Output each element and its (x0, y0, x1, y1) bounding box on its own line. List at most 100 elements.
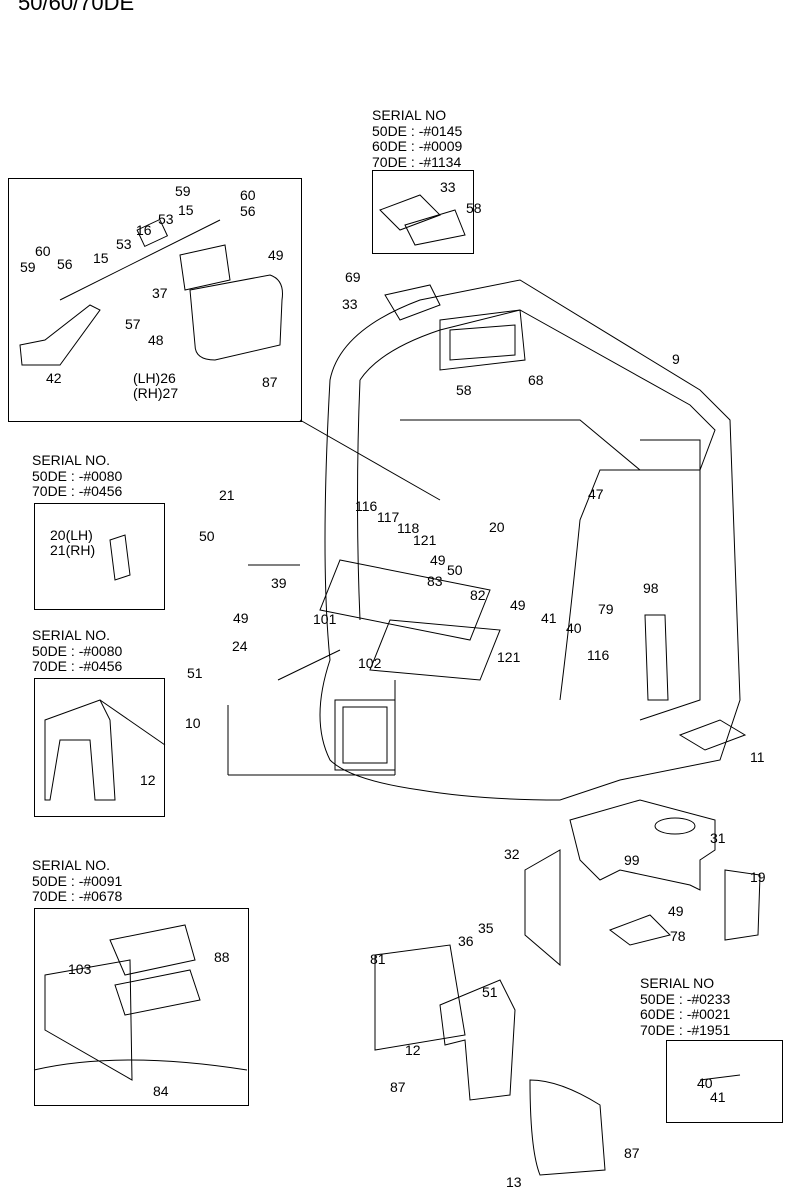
serial-inset-frame-2 (34, 503, 165, 610)
part-callout: (LH)26 (133, 370, 176, 386)
part-callout: 19 (750, 869, 766, 885)
part-callout: 12 (405, 1042, 421, 1058)
part-callout: 9 (672, 351, 680, 367)
part-callout: 59 (175, 183, 191, 199)
part-callout: 103 (68, 961, 92, 977)
part-callout: 53 (158, 211, 174, 227)
part-callout: 87 (262, 374, 278, 390)
part-callout: 15 (93, 250, 109, 266)
part-callout: 116 (355, 498, 378, 514)
part-callout: 56 (240, 203, 256, 219)
serial-inset-frame-3 (34, 678, 165, 817)
part-callout: 81 (370, 951, 386, 967)
serial-range: 70DE : -#0456 (32, 658, 123, 674)
part-callout: 10 (185, 715, 201, 731)
part-callout: 49 (510, 597, 526, 613)
part-callout: (RH)27 (133, 385, 179, 401)
serial-range: 60DE : -#0009 (372, 138, 463, 154)
part-callout: 47 (588, 486, 604, 502)
serial-range: 50DE : -#0233 (640, 990, 731, 1007)
part-callout: 49 (233, 610, 249, 626)
serial-heading: SERIAL NO. (32, 627, 111, 643)
part-callout: 60 (35, 243, 51, 259)
part-callout: 51 (187, 665, 203, 681)
serial-heading: SERIAL NO. (32, 452, 111, 468)
part-callout: 51 (482, 984, 498, 1000)
part-callout: 32 (504, 846, 520, 862)
part-callout: 98 (643, 580, 659, 596)
part-callout: 121 (413, 532, 437, 548)
part-callout: 99 (624, 852, 640, 868)
part-callout: 20(LH) (50, 527, 93, 543)
serial-range: 50DE : -#0080 (32, 642, 123, 659)
serial-heading: SERIAL NO (372, 107, 447, 123)
serial-range: 50DE : -#0091 (32, 872, 123, 889)
serial-inset-frame-5 (666, 1040, 783, 1123)
serial-heading: SERIAL NO (640, 975, 715, 991)
serial-range: 50DE : -#0145 (372, 122, 463, 139)
serial-inset-frame-4 (34, 908, 249, 1106)
part-callout: 58 (456, 382, 472, 398)
part-callout: 49 (268, 247, 284, 263)
part-callout: 33 (440, 179, 456, 195)
part-callout: 58 (466, 200, 482, 216)
part-callout: 83 (427, 573, 443, 589)
part-callout: 53 (116, 236, 132, 252)
part-callout: 40 (697, 1075, 713, 1091)
part-callout: 59 (20, 259, 36, 275)
pedal-inset-frame (8, 178, 302, 422)
part-callout: 117 (377, 509, 400, 525)
part-callout: 33 (342, 296, 358, 312)
serial-heading: SERIAL NO. (32, 857, 111, 873)
part-callout: 20 (489, 519, 505, 535)
part-callout: 13 (506, 1174, 522, 1190)
part-callout: 36 (458, 933, 474, 949)
part-callout: 79 (598, 601, 614, 617)
part-callout: 88 (214, 949, 230, 965)
serial-range: 50DE : -#0080 (32, 467, 123, 484)
part-callout: 121 (497, 649, 521, 665)
part-callout: 82 (470, 587, 486, 603)
part-callout: 31 (710, 830, 726, 846)
part-callout: 16 (136, 222, 152, 238)
part-callout: 50 (199, 528, 215, 544)
part-callout: 49 (668, 903, 684, 919)
part-callout: 21 (219, 487, 235, 503)
serial-range: 60DE : -#0021 (640, 1006, 731, 1022)
part-callout: 41 (710, 1089, 726, 1105)
part-callout: 87 (624, 1145, 640, 1161)
part-callout: 68 (528, 372, 544, 388)
part-callout: 50 (447, 562, 463, 578)
serial-inset-frame-1 (372, 170, 474, 254)
part-callout: 39 (271, 575, 287, 591)
serial-range: 70DE : -#0678 (32, 888, 123, 904)
part-callout: 40 (566, 620, 582, 636)
part-callout: 60 (240, 187, 256, 203)
part-callout: 57 (125, 316, 141, 332)
part-callout: 87 (390, 1079, 406, 1095)
part-callout: 84 (153, 1083, 169, 1099)
part-callout: 101 (313, 611, 337, 627)
part-callout: 12 (140, 772, 156, 788)
serial-range: 70DE : -#1134 (372, 153, 462, 170)
serial-range: 70DE : -#0456 (32, 483, 123, 499)
part-callout: 42 (46, 370, 62, 386)
part-callout: 24 (232, 638, 248, 654)
page-title: 50/60/70DE (18, 0, 135, 15)
part-callout: 49 (430, 552, 446, 568)
part-callout: 37 (152, 285, 168, 301)
part-callout: 102 (358, 655, 382, 671)
part-callout: 116 (587, 647, 610, 663)
part-callout: 41 (541, 610, 557, 626)
part-callout: 21(RH) (50, 542, 96, 558)
part-callout: 78 (670, 928, 686, 944)
part-callout: 118 (397, 520, 420, 536)
serial-range: 70DE : -#1951 (640, 1021, 731, 1038)
part-callout: 11 (750, 749, 765, 765)
part-callout: 48 (148, 332, 164, 348)
